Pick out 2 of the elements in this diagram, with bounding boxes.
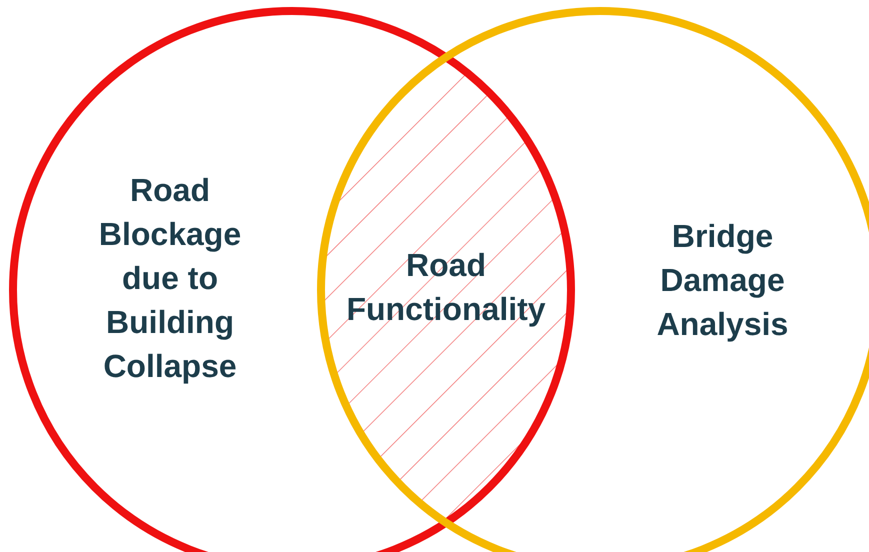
- venn-label: Bridge Damage Analysis: [656, 217, 790, 344]
- venn-label: Road Blockage due to Building Collapse: [98, 171, 242, 386]
